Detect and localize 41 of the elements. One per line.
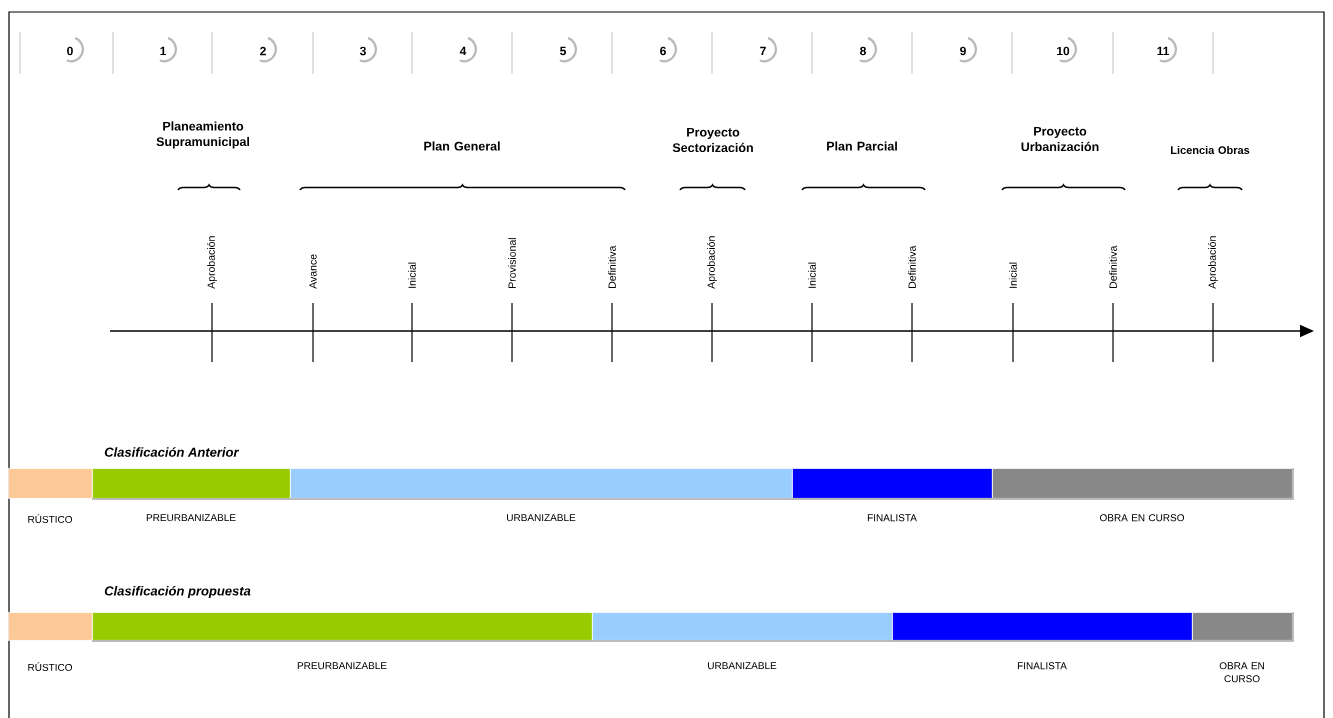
step-number: 9 bbox=[959, 37, 977, 63]
step-number: 4 bbox=[459, 37, 477, 63]
segment-caption: FINALISTA bbox=[867, 514, 917, 522]
tick-label: Definitiva bbox=[908, 245, 916, 288]
tick-label: Avance bbox=[309, 254, 317, 289]
segment-caption: URBANIZABLE bbox=[708, 662, 777, 670]
phase-heading: Licencia Obras bbox=[1171, 145, 1250, 155]
segment-caption: PREURBANIZABLE bbox=[297, 662, 387, 670]
segment-caption: OBRA EN CURSO bbox=[1219, 662, 1264, 683]
segment-caption: PREURBANIZABLE bbox=[146, 514, 236, 522]
tick-label: Definitiva bbox=[1109, 245, 1117, 288]
tick-label: Definitiva bbox=[608, 245, 616, 288]
tick-label: Aprobación bbox=[707, 236, 717, 289]
segment-caption: FINALISTA bbox=[1017, 662, 1067, 670]
step-number: 11 bbox=[1157, 37, 1177, 63]
segment-caption: RÚSTICO bbox=[28, 662, 73, 671]
step-number: 3 bbox=[359, 37, 377, 63]
step-number: 8 bbox=[859, 37, 877, 63]
row-title: Clasificación Anterior bbox=[104, 447, 240, 457]
tick-label: Inicial bbox=[808, 262, 816, 288]
step-number: 10 bbox=[1057, 37, 1077, 63]
phase-heading: Proyecto Urbanización bbox=[1021, 126, 1099, 152]
tick-label: Inicial bbox=[1009, 262, 1017, 288]
phase-heading: Plan Parcial bbox=[827, 141, 897, 151]
phase-heading: Proyecto Sectorización bbox=[672, 127, 753, 153]
tick-label: Aprobación bbox=[207, 236, 217, 289]
segment-caption: RÚSTICO bbox=[28, 514, 73, 523]
tick-label: Inicial bbox=[408, 262, 416, 288]
tick-label: Aprobación bbox=[1208, 236, 1218, 289]
phase-heading: Planeamiento Supramunicipal bbox=[156, 121, 249, 149]
step-number: 5 bbox=[559, 37, 577, 63]
tick-label: Provisional bbox=[508, 238, 516, 288]
segment-caption: URBANIZABLE bbox=[507, 514, 576, 522]
phase-heading: Plan General bbox=[424, 141, 500, 151]
row-title: Clasificación propuesta bbox=[104, 585, 251, 599]
step-number: 1 bbox=[159, 37, 177, 63]
step-number: 0 bbox=[66, 37, 84, 63]
step-number: 2 bbox=[259, 37, 277, 63]
segment-caption: OBRA EN CURSO bbox=[1100, 514, 1185, 522]
step-number: 7 bbox=[759, 37, 777, 63]
step-number: 6 bbox=[659, 37, 677, 63]
